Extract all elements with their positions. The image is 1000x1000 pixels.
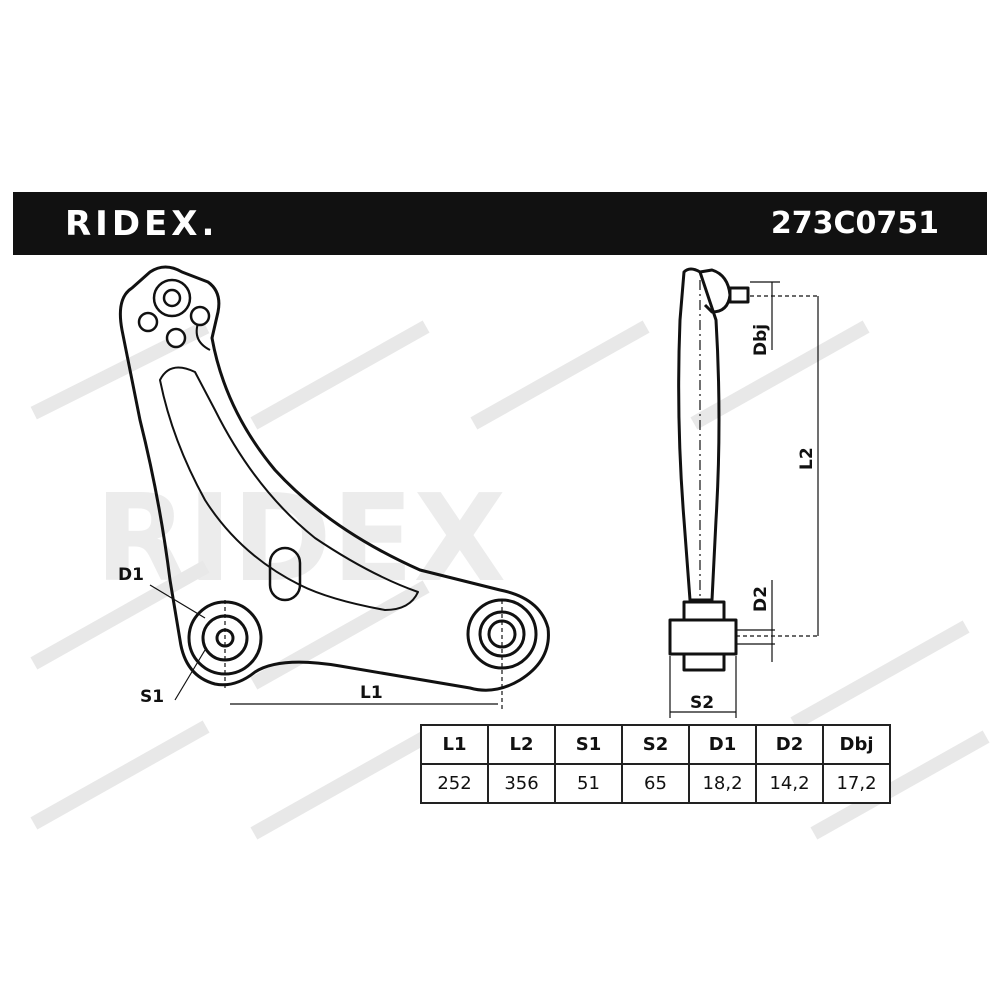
spec-header-cell: L1: [420, 724, 489, 765]
ball-joint-center: [162, 288, 182, 308]
label-s1: S1: [140, 687, 164, 707]
spec-value-cell: 252: [420, 763, 489, 804]
front-dimensions: [149, 584, 503, 712]
ball-joint-head: [699, 268, 732, 314]
spec-value-cell: 51: [554, 763, 623, 804]
spec-value-cell: 14,2: [755, 763, 824, 804]
watermark-stroke: [250, 320, 430, 430]
slot-hole: [268, 546, 302, 602]
spec-header-row: L1 L2 S1 S2 D1 D2 Dbj: [420, 724, 891, 765]
control-arm-front-view: [118, 265, 550, 692]
side-bushing-bottom: [682, 652, 726, 672]
bolt-hole-left: [137, 311, 159, 333]
spec-header-cell: D2: [755, 724, 824, 765]
ball-joint-mount: [137, 278, 211, 349]
label-dbj: Dbj: [751, 324, 771, 356]
ball-joint-stud: [728, 286, 750, 304]
control-arm-side-view: [668, 267, 750, 672]
watermark-stroke: [250, 730, 430, 840]
watermark-stroke: [30, 560, 210, 670]
spec-value-cell: 356: [487, 763, 556, 804]
spec-header-cell: L2: [487, 724, 556, 765]
spec-value-row: 252 356 51 65 18,2 14,2 17,2: [420, 763, 891, 804]
watermark-stroke: [810, 730, 990, 840]
spec-value-cell: 65: [621, 763, 690, 804]
side-dimensions: [669, 281, 820, 718]
arm-outline: [118, 265, 550, 692]
s1-leader: [174, 649, 206, 701]
label-d2: D2: [751, 586, 771, 612]
spec-value-cell: 17,2: [822, 763, 891, 804]
watermark-stroke: [470, 320, 650, 430]
bushing-rear: [466, 598, 538, 670]
spec-header-cell: Dbj: [822, 724, 891, 765]
arm-inner-rib: [159, 366, 419, 611]
brand-logo: RIDEX.: [65, 204, 219, 244]
label-l1: L1: [360, 683, 383, 703]
watermark-stroke: [790, 620, 970, 730]
side-bushing-top: [682, 600, 726, 622]
watermark-stroke: [690, 320, 870, 430]
bolt-hole-right: [189, 305, 211, 327]
header-bar: RIDEX. 273C0751: [13, 192, 987, 255]
spec-header-cell: S2: [621, 724, 690, 765]
spec-table: L1 L2 S1 S2 D1 D2 Dbj 252 356 51 65 18,2…: [420, 724, 891, 804]
bolt-hole-bottom: [165, 327, 187, 349]
d1-leader: [149, 584, 206, 619]
label-l2: L2: [797, 447, 817, 470]
spec-header-cell: S1: [554, 724, 623, 765]
side-arm-body: [677, 267, 721, 602]
part-number: 273C0751: [770, 206, 939, 241]
spec-value-cell: 18,2: [688, 763, 757, 804]
watermark-stroke: [250, 580, 430, 690]
watermark-stroke: [30, 720, 210, 830]
spec-header-cell: D1: [688, 724, 757, 765]
side-bushing-body: [668, 618, 738, 656]
label-s2: S2: [690, 693, 714, 713]
label-d1: D1: [118, 565, 144, 585]
